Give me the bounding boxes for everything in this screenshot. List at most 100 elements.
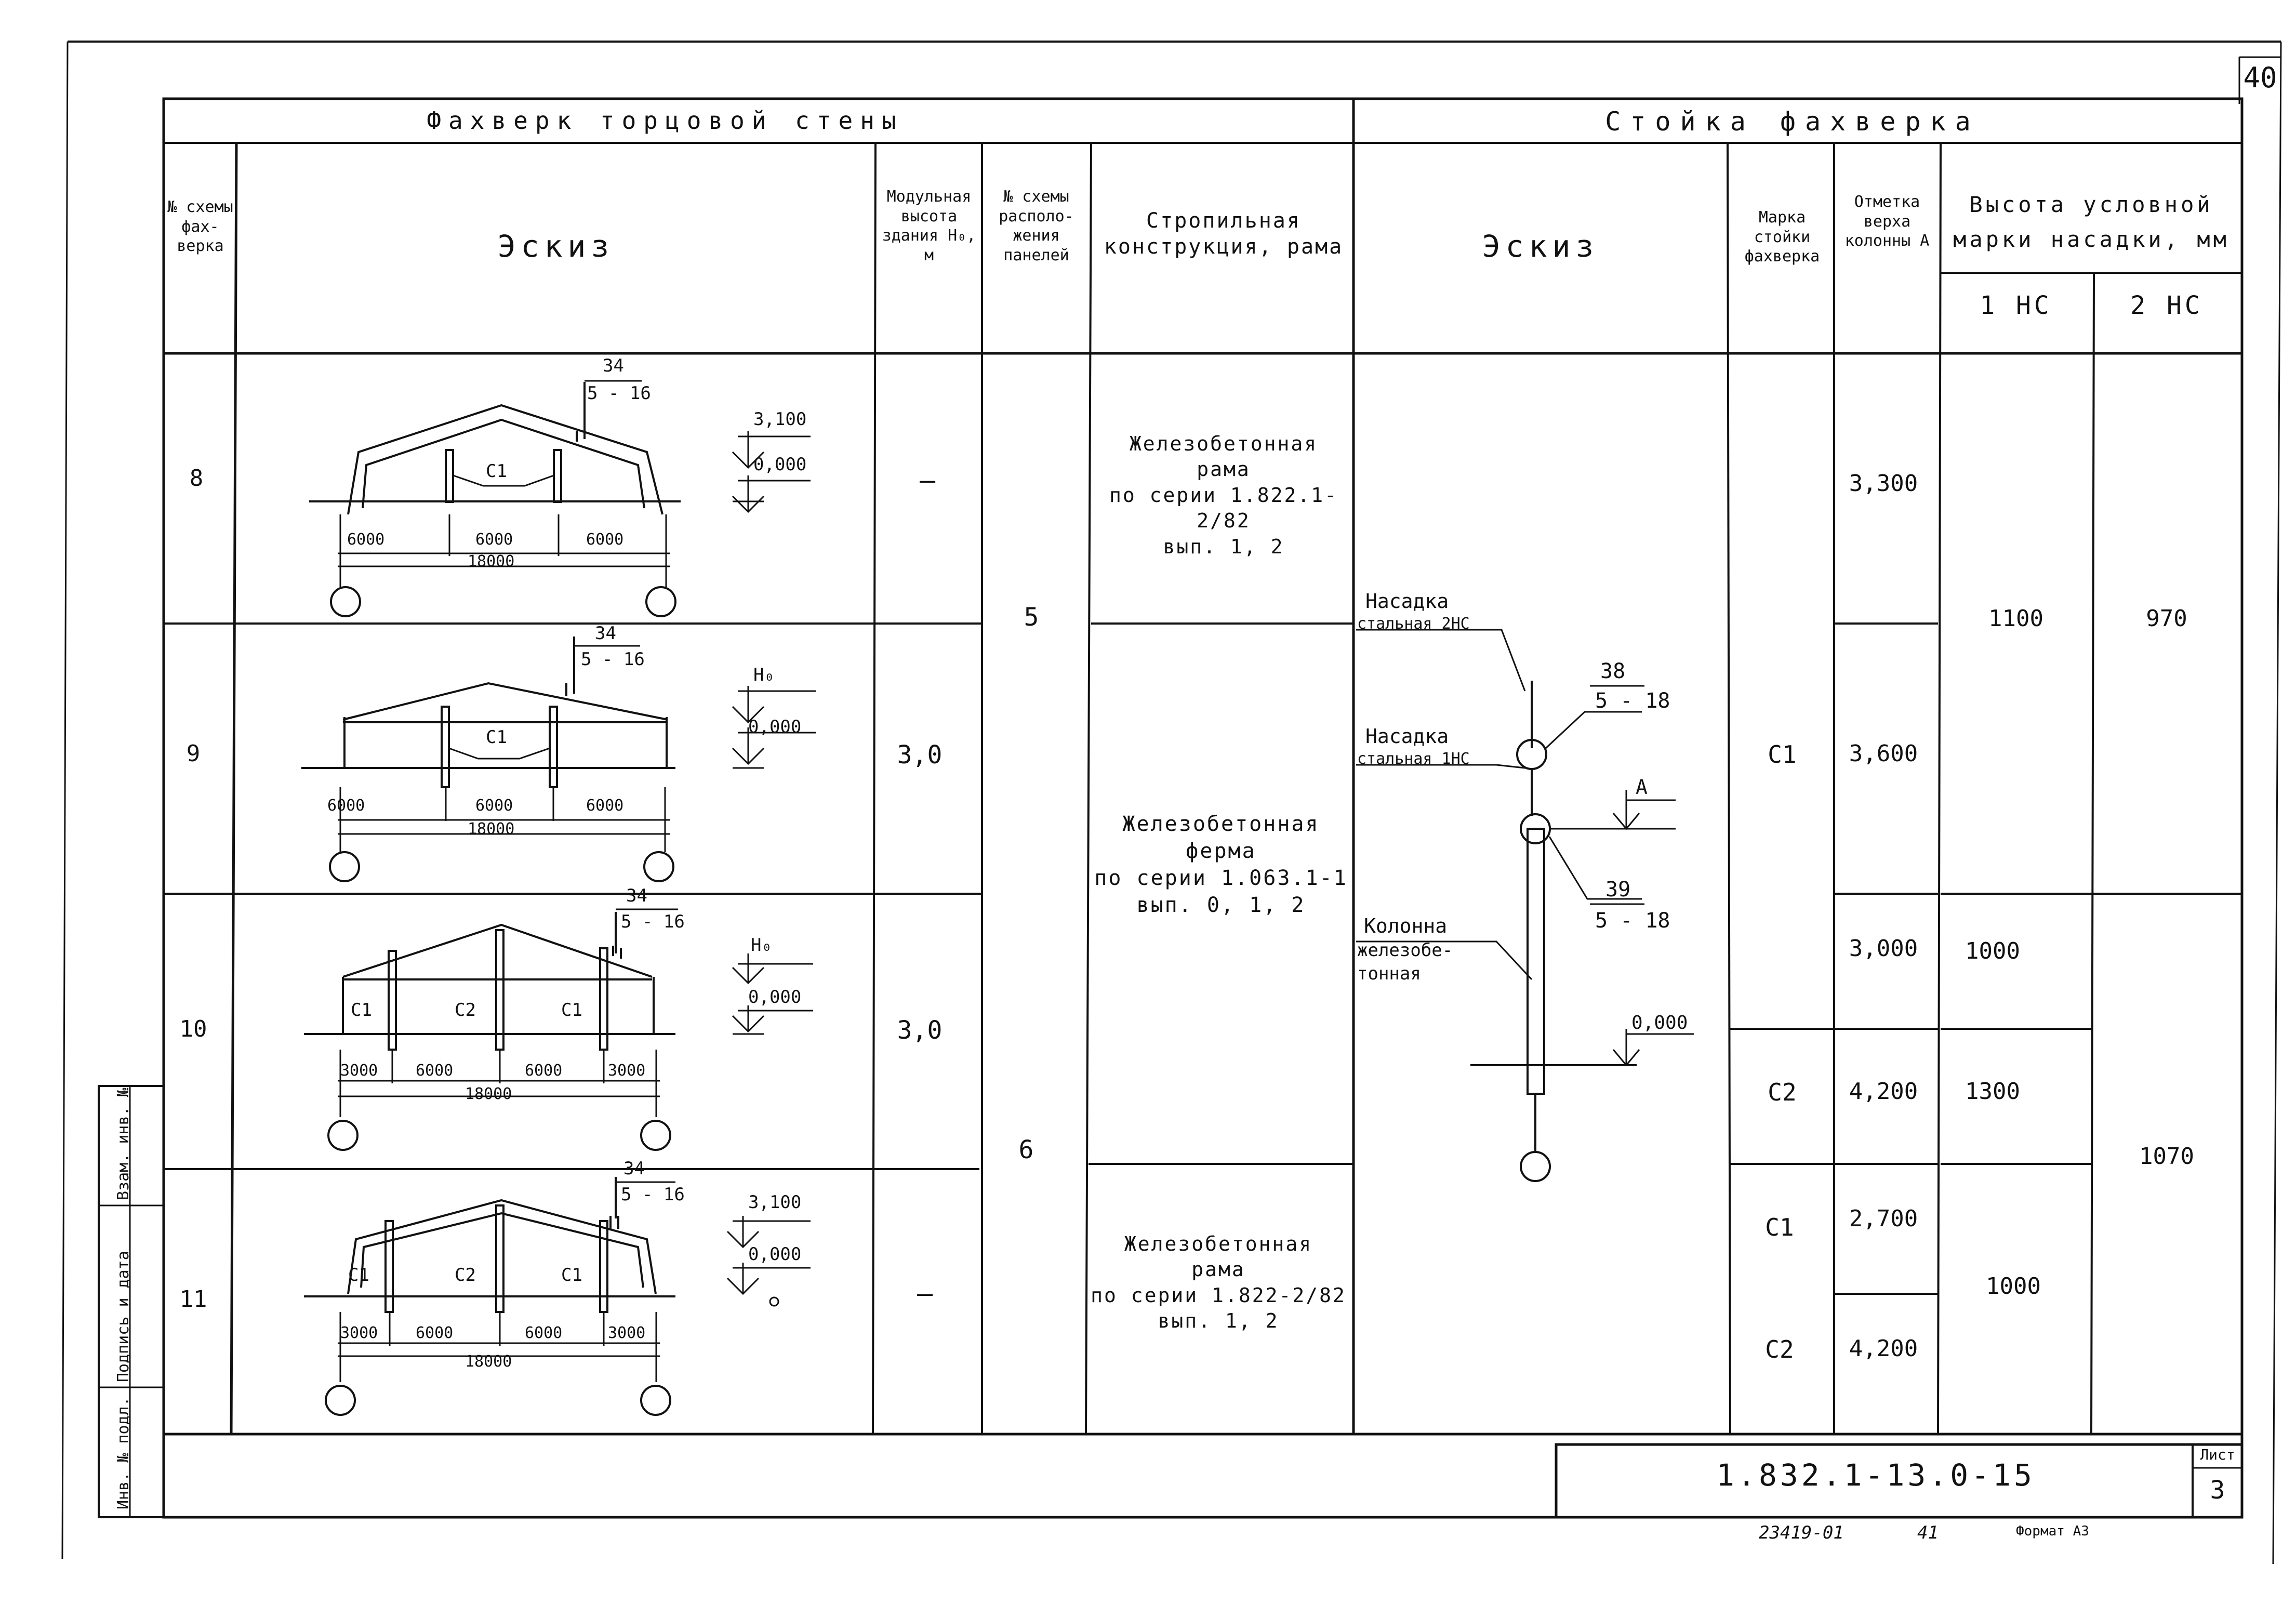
header-top-level: Отметка верха колонны А	[1844, 193, 1930, 250]
dim-label: 6000	[475, 797, 513, 815]
row-no: 9	[186, 740, 201, 767]
node-38-ref: 5 - 18	[1595, 689, 1670, 713]
dim-label: 6000	[586, 531, 623, 549]
panel-scheme: 5	[1024, 603, 1039, 632]
rafter-line: Железобетонная	[1122, 812, 1320, 836]
dim-total: 18000	[465, 1085, 512, 1103]
mark: С1	[1765, 1213, 1794, 1241]
level-label: 3,100	[753, 409, 806, 430]
level-zero: 0,000	[748, 1244, 801, 1265]
top-level: 3,300	[1849, 470, 1918, 497]
node-ref: 5 - 16	[581, 649, 645, 670]
column-label: С1	[486, 461, 507, 482]
dim-label: 6000	[416, 1062, 453, 1080]
column-label: Колонна	[1364, 914, 1447, 937]
footer-format: Формат А3	[2016, 1523, 2089, 1539]
top-level: 3,600	[1849, 740, 1918, 767]
rafter-line: по серии 1.822.1-2/82	[1109, 483, 1338, 533]
column-label: С2	[455, 1000, 476, 1020]
cap1-label: Насадка	[1365, 725, 1449, 748]
header-2hc: 2 НС	[2130, 291, 2203, 320]
module-height: —	[919, 465, 936, 495]
node-ref: 5 - 16	[621, 911, 685, 932]
module-height: 3,0	[897, 1016, 943, 1045]
rafter-line: по серии 1.822-2/82	[1091, 1283, 1346, 1307]
cap2-label: Насадка	[1365, 590, 1449, 613]
sheet-value: 3	[2210, 1476, 2225, 1505]
top-level: 3,000	[1849, 935, 1918, 962]
module-height: 3,0	[897, 740, 943, 770]
doc-code: 1.832.1-13.0-15	[1716, 1457, 2035, 1493]
rafter-line: рама	[1197, 458, 1251, 481]
footer-number: 23419-01	[1759, 1522, 1844, 1543]
frame-sketch-11	[304, 1177, 811, 1416]
dim-total: 18000	[468, 552, 514, 571]
mark: С2	[1768, 1078, 1797, 1106]
level-label: Н₀	[751, 935, 772, 956]
dim-label: 3000	[340, 1062, 378, 1080]
sheet-label: Лист	[2200, 1446, 2235, 1463]
stamp-signature: Подпись и дата	[114, 1251, 132, 1382]
header-cap-height: Высота условной марки насадки, мм	[1953, 192, 2229, 253]
header-1hc: 1 НС	[1980, 291, 2052, 320]
column-label: С1	[561, 1265, 582, 1285]
mark: С1	[1768, 740, 1797, 768]
node-label: 34	[626, 885, 647, 906]
panel-scheme: 6	[1018, 1135, 1034, 1164]
footer-number-2: 41	[1917, 1522, 1939, 1543]
level-label: Н₀	[753, 665, 775, 685]
row-no: 8	[189, 465, 204, 492]
column-sketch	[1356, 629, 1694, 1182]
column-label: С1	[348, 1265, 369, 1285]
header-sketch-2: Эскиз	[1482, 229, 1599, 264]
frame-sketch-8	[309, 382, 811, 617]
rafter-line: рама	[1191, 1258, 1245, 1281]
header-sketch: Эскиз	[497, 229, 615, 264]
rafter-line: Железобетонная	[1124, 1232, 1313, 1255]
left-header: Фахверк торцовой стены	[427, 107, 904, 135]
node-39: 39	[1605, 878, 1630, 902]
hc1-value: 1100	[1988, 605, 2043, 632]
mark: С2	[1765, 1335, 1794, 1363]
row-no: 11	[179, 1286, 207, 1313]
rafter-line: по серии 1.063.1-1	[1094, 866, 1348, 890]
dim-label: 6000	[586, 797, 623, 815]
header-mark: Марка стойки фахверка	[1744, 208, 1820, 266]
rafter-desc: Железобетонная ферма по серии 1.063.1-1 …	[1091, 811, 1351, 919]
node-label: 34	[623, 1158, 645, 1179]
stamp-inv-no: Инв. № подл.	[114, 1397, 132, 1509]
hc2-value: 970	[2146, 605, 2187, 632]
top-level: 4,200	[1849, 1078, 1918, 1105]
top-level: 4,200	[1849, 1335, 1918, 1362]
column-label: С1	[351, 1000, 372, 1020]
stamp-replace: Взам. инв. №	[114, 1088, 132, 1200]
sheet-number: 40	[2243, 61, 2277, 94]
dim-label: 6000	[347, 531, 384, 549]
column-label-3: тонная	[1357, 963, 1421, 984]
rafter-line: вып. 0, 1, 2	[1136, 893, 1306, 917]
header-scheme-no: № схемы фах-верка	[167, 198, 233, 255]
node-ref: 5 - 16	[621, 1184, 685, 1205]
node-ref: 5 - 16	[587, 383, 651, 404]
column-label-2: железобе-	[1357, 940, 1453, 961]
top-level: 2,700	[1849, 1205, 1918, 1232]
dim-label: 6000	[416, 1324, 453, 1342]
header-rafter: Стропильная конструкция, рама	[1104, 209, 1344, 259]
node-label: 34	[595, 623, 616, 644]
node-39-ref: 5 - 18	[1595, 909, 1670, 933]
node-label: 34	[603, 355, 624, 376]
column-zero: 0,000	[1631, 1012, 1688, 1033]
rafter-line: Железобетонная	[1129, 432, 1318, 455]
column-label: С1	[561, 1000, 582, 1020]
dim-label: 3000	[608, 1324, 645, 1342]
hc1-value: 1000	[1986, 1273, 2041, 1300]
dim-total: 18000	[468, 820, 514, 838]
dim-label: 6000	[327, 797, 365, 815]
hc1-value: 1300	[1965, 1078, 2020, 1105]
cap2-sub: стальная 2НС	[1357, 615, 1470, 633]
module-height: —	[917, 1278, 933, 1308]
right-header: Стойка фахверка	[1605, 107, 1980, 137]
sketch-labels: 34 5 - 16 3,100 0,000 С1 6000 6000 6000 …	[327, 355, 1688, 1371]
level-a: А	[1636, 776, 1648, 799]
